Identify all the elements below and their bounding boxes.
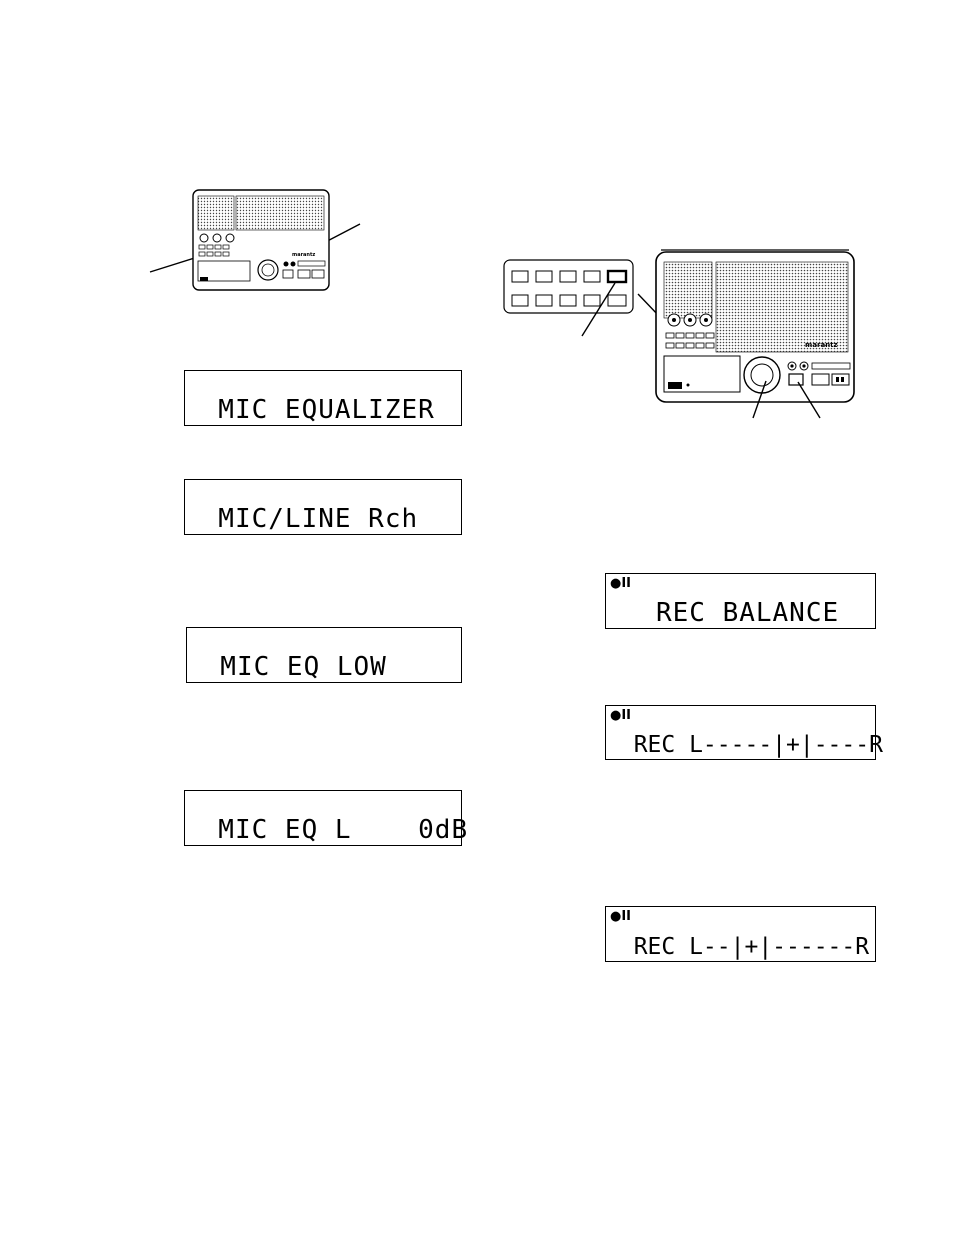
- lcd-text: MIC EQ L 0dB: [185, 815, 469, 845]
- small-device-illustration: marantz: [140, 188, 370, 298]
- lcd-display-mic-eq-l-0db: MIC EQ L 0dB: [184, 790, 469, 846]
- lcd-display-rec-balance-center: ●II REC L-----|+|----R: [605, 705, 883, 760]
- lcd-display-mic-eq-low: MIC EQ LOW: [186, 627, 462, 683]
- lcd-text: REC BALANCE: [606, 598, 840, 628]
- lcd-display-rec-balance-left: ●II REC L--|+|------R: [605, 906, 876, 962]
- large-device-brand: marantz: [805, 341, 838, 349]
- record-pause-indicator: ●II: [610, 708, 632, 723]
- lcd-text: MIC/LINE Rch: [185, 504, 419, 534]
- lcd-text: MIC EQ LOW: [187, 652, 387, 682]
- large-device-illustration: marantz: [500, 248, 860, 423]
- lcd-display-mic-equalizer: MIC EQUALIZER: [184, 370, 462, 426]
- lcd-text: REC L-----|+|----R: [606, 732, 883, 758]
- lcd-text: REC L--|+|------R: [606, 934, 870, 960]
- record-pause-indicator: ●II: [610, 576, 632, 591]
- record-pause-indicator: ●II: [610, 909, 632, 924]
- lcd-text: MIC EQUALIZER: [185, 395, 435, 425]
- lcd-display-rec-balance: ●II REC BALANCE: [605, 573, 876, 629]
- small-device-brand: marantz: [292, 252, 315, 258]
- lcd-display-mic-line-rch: MIC/LINE Rch: [184, 479, 462, 535]
